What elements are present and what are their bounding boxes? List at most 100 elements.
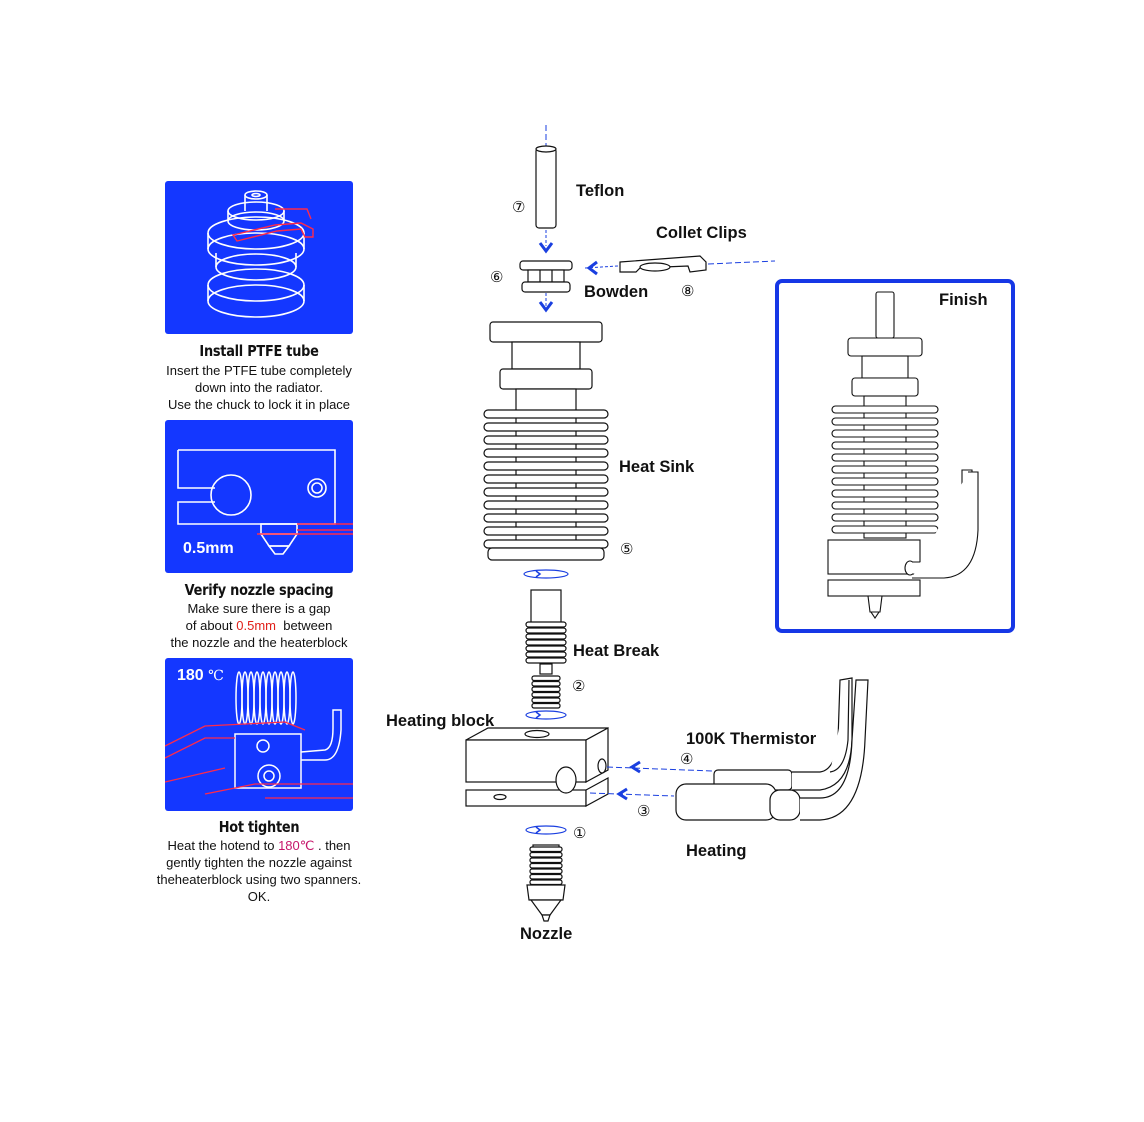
heat-break-thread-lower (531, 686, 561, 693)
step2-line1: Make sure there is a gap (187, 601, 331, 616)
heat-sink-fin (483, 526, 609, 536)
finish-fin (831, 513, 939, 522)
hot-tighten-fin (283, 671, 291, 725)
step2-line2: of about 0.5mm between (129, 617, 389, 634)
hot-tighten-fin (271, 671, 279, 725)
number-1: ① (573, 824, 587, 842)
number-3: ③ (637, 802, 651, 820)
hot-tighten-fin (259, 671, 267, 725)
step2-line2-pre: of about (185, 618, 237, 633)
label-heat-sink: Heat Sink (619, 458, 695, 476)
number-6: ⑥ (490, 268, 504, 286)
temperature-value: 180 (177, 667, 204, 684)
gap-value-label: 0.5mm (183, 540, 234, 557)
teflon-tube-drawing (535, 145, 557, 229)
step1-description: Insert the PTFE tube completely down int… (129, 362, 389, 413)
temperature-unit: ℃ (208, 668, 224, 684)
heat-break-thread-lower (531, 691, 561, 698)
hot-tighten-fin (247, 671, 255, 725)
finish-fin (831, 453, 939, 462)
heat-break-thread (525, 627, 567, 634)
step2-title: Verify nozzle spacing (184, 581, 334, 599)
heat-sink-fin (483, 461, 609, 471)
hot-tighten-fin (265, 671, 273, 725)
step3-line3: theheaterblock using two spanners. (156, 872, 362, 887)
step1-line2: down into the radiator. (195, 380, 323, 395)
step1-title: Install PTFE tube (199, 342, 319, 360)
heat-sink-drawing (483, 321, 609, 561)
finish-fin (831, 429, 939, 438)
nozzle-thread (529, 873, 563, 880)
finish-fin (831, 465, 939, 474)
label-heating: Heating (686, 842, 747, 860)
label-heating-block: Heating block (386, 712, 495, 730)
heat-break-thread (525, 633, 567, 640)
heat-sink-fin (483, 539, 609, 549)
heat-sink-fin (483, 409, 609, 419)
heat-sink-fin (483, 422, 609, 432)
heat-break-thread (525, 645, 567, 652)
nozzle-drawing (526, 844, 566, 922)
number-5: ⑤ (620, 540, 634, 558)
heat-break-thread-lower (531, 702, 561, 709)
label-finish: Finish (939, 291, 988, 309)
temperature-highlight: 180℃ (278, 838, 315, 853)
step2-description: Make sure there is a gap of about 0.5mm … (129, 600, 389, 651)
finish-fin (831, 417, 939, 426)
finished-hotend-drawing (827, 291, 979, 619)
label-heat-break: Heat Break (573, 642, 660, 660)
step3-title: Hot tighten (218, 818, 300, 836)
step1-line1: Insert the PTFE tube completely (166, 363, 352, 378)
hot-tighten-fin (289, 671, 297, 725)
step3-line1-pre: Heat the hotend to (167, 838, 279, 853)
heat-break-drawing (525, 589, 567, 709)
finish-fin (831, 477, 939, 486)
ptfe-install-image (165, 181, 353, 334)
nozzle-thread (529, 857, 563, 864)
nozzle-thread (529, 879, 563, 886)
step2-line2-post: between (275, 618, 333, 633)
finish-panel (775, 279, 1015, 633)
nozzle-thread (529, 846, 563, 853)
hot-tighten-fin (241, 671, 249, 725)
hot-tighten-fin (235, 671, 243, 725)
collet-clip-drawing (619, 255, 707, 273)
heat-sink-fin (483, 500, 609, 510)
heat-break-thread (525, 639, 567, 646)
nozzle-thread (529, 862, 563, 869)
label-teflon: Teflon (576, 182, 625, 200)
heat-sink-fin (483, 513, 609, 523)
finish-fin (831, 405, 939, 414)
nozzle-spacing-image: 0.5mm (165, 420, 353, 573)
step1-line3: Use the chuck to lock it in place (167, 397, 351, 412)
ptfe-install-illustration (207, 190, 314, 318)
heat-break-thread-lower (531, 697, 561, 704)
label-collet-clips: Collet Clips (656, 224, 747, 242)
label-bowden: Bowden (584, 283, 649, 301)
heat-break-thread-lower (531, 680, 561, 687)
heat-sink-fin (483, 435, 609, 445)
heat-break-thread (525, 651, 567, 658)
number-4: ④ (680, 750, 694, 768)
heat-sink-fin (483, 474, 609, 484)
heat-sink-fin (483, 487, 609, 497)
step3-line1-post: . then (314, 838, 351, 853)
step2-line3: the nozzle and the heaterblock (170, 635, 348, 650)
heat-break-thread-lower (531, 675, 561, 682)
heat-break-thread (525, 657, 567, 664)
label-thermistor: 100K Thermistor (686, 730, 817, 748)
gap-highlight: 0.5mm (236, 618, 276, 633)
hot-tighten-illustration (165, 671, 353, 799)
heat-break-thread (525, 621, 567, 628)
nozzle-spacing-illustration (177, 449, 353, 555)
temperature-label: 180 ℃ (177, 667, 224, 685)
step3-description: Heat the hotend to 180℃ . then gently ti… (129, 837, 389, 905)
finish-fin (831, 501, 939, 510)
number-7: ⑦ (512, 198, 526, 216)
step3-line4: OK. (247, 889, 271, 904)
heat-sink-fin (483, 448, 609, 458)
heating-cartridge-drawing (675, 679, 869, 821)
label-nozzle: Nozzle (520, 925, 573, 943)
number-2: ② (572, 677, 586, 695)
